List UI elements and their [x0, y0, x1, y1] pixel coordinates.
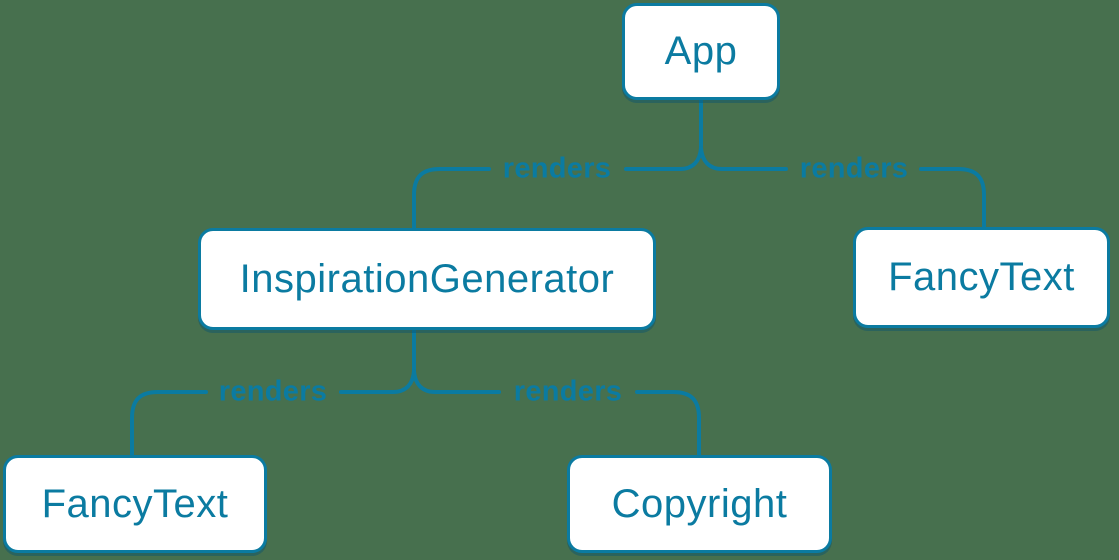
node-copyright-label: Copyright	[611, 481, 788, 526]
edge-app-inspiration-arm-line	[624, 146, 703, 171]
edge-inspiration-fancytext-arm-line	[339, 369, 416, 394]
edge-app-fancytext-arm-line	[699, 146, 788, 171]
node-inspiration-generator-label: InspirationGenerator	[239, 256, 615, 301]
edge-inspiration-copyright-drop-line	[635, 390, 701, 457]
edge-label-inspiration-copyright: renders	[513, 375, 623, 408]
node-inspiration-generator: InspirationGenerator	[198, 228, 656, 330]
node-app-label: App	[664, 29, 738, 73]
node-fancy-text-top: FancyText	[853, 227, 1110, 328]
edge-inspiration-fancytext-drop-line	[130, 390, 208, 457]
edge-app-fancytext-drop-line	[919, 167, 986, 229]
edge-label-app-fancytext: renders	[799, 152, 909, 185]
node-fancy-text-bottom-label: FancyText	[41, 481, 229, 526]
node-app: App	[622, 3, 780, 100]
node-fancy-text-bottom: FancyText	[3, 455, 267, 553]
edge-inspiration-copyright-arm-line	[412, 369, 501, 394]
edge-label-inspiration-fancytext: renders	[218, 375, 328, 408]
node-copyright: Copyright	[567, 455, 832, 553]
edge-app-inspiration-drop-line	[412, 167, 491, 230]
node-fancy-text-top-label: FancyText	[888, 255, 1075, 299]
edge-label-app-inspiration: renders	[502, 152, 612, 185]
